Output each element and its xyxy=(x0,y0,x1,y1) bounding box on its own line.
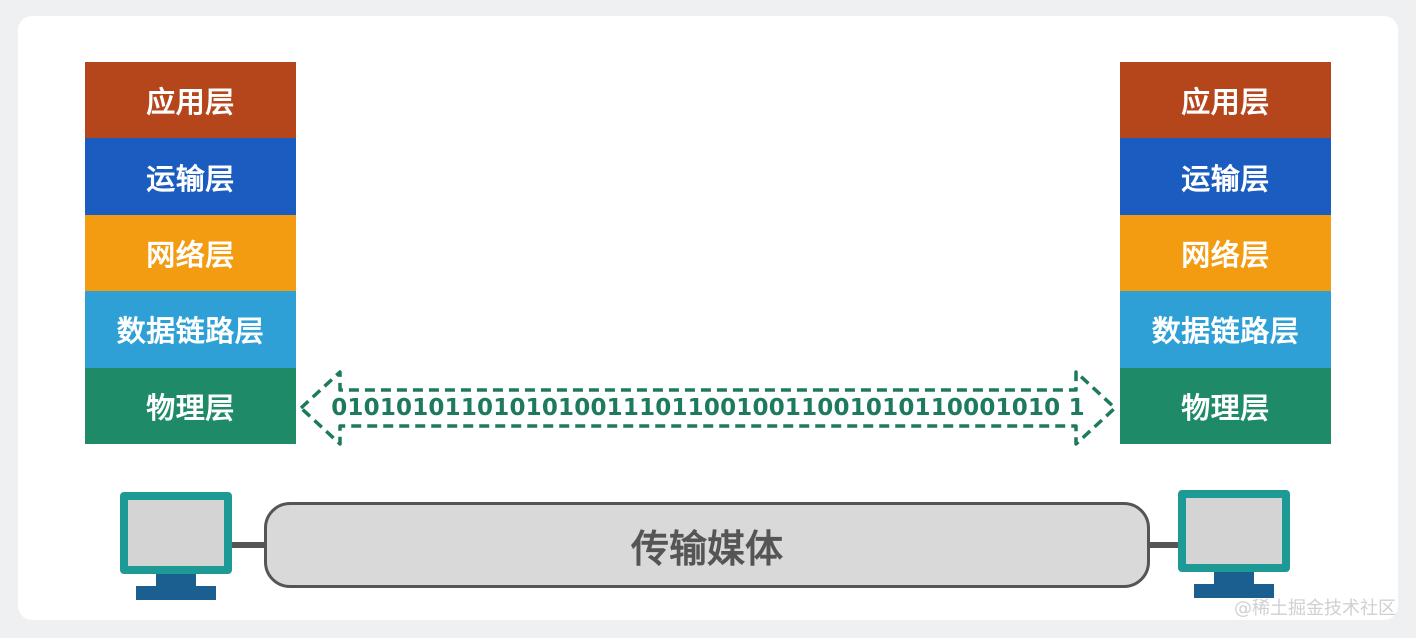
transmission-medium-label: 传输媒体 xyxy=(630,526,783,571)
left-application-layer: 应用层 xyxy=(85,62,296,139)
right-application-layer: 应用层 xyxy=(1120,62,1331,139)
right-cable xyxy=(1150,542,1180,548)
double-arrow-icon xyxy=(299,370,1117,446)
right-computer-icon xyxy=(1178,490,1290,604)
right-monitor-base xyxy=(1194,584,1274,598)
left-monitor-neck xyxy=(156,574,196,586)
left-monitor-base xyxy=(136,586,216,600)
right-datalink-layer: 数据链路层 xyxy=(1120,291,1331,368)
left-cable xyxy=(232,542,266,548)
right-protocol-stack: 应用层 运输层 网络层 数据链路层 物理层 xyxy=(1120,62,1331,444)
right-monitor-neck xyxy=(1214,572,1254,584)
left-physical-layer: 物理层 xyxy=(85,367,296,444)
watermark-text: @稀土掘金技术社区 xyxy=(1234,598,1396,619)
right-monitor-screen xyxy=(1178,490,1290,572)
bitstream-arrow: 0101010110101010011101100100110010101100… xyxy=(296,368,1120,448)
bitstream-text: 0101010110101010011101100100110010101100… xyxy=(331,395,1085,421)
transmission-medium: 传输媒体 xyxy=(264,502,1150,588)
left-computer-icon xyxy=(120,492,232,606)
left-transport-layer: 运输层 xyxy=(85,138,296,215)
left-monitor-screen xyxy=(120,492,232,574)
left-protocol-stack: 应用层 运输层 网络层 数据链路层 物理层 xyxy=(85,62,296,444)
right-network-layer: 网络层 xyxy=(1120,214,1331,292)
right-physical-layer: 物理层 xyxy=(1120,367,1331,444)
left-network-layer: 网络层 xyxy=(85,214,296,292)
right-transport-layer: 运输层 xyxy=(1120,138,1331,215)
left-datalink-layer: 数据链路层 xyxy=(85,291,296,368)
